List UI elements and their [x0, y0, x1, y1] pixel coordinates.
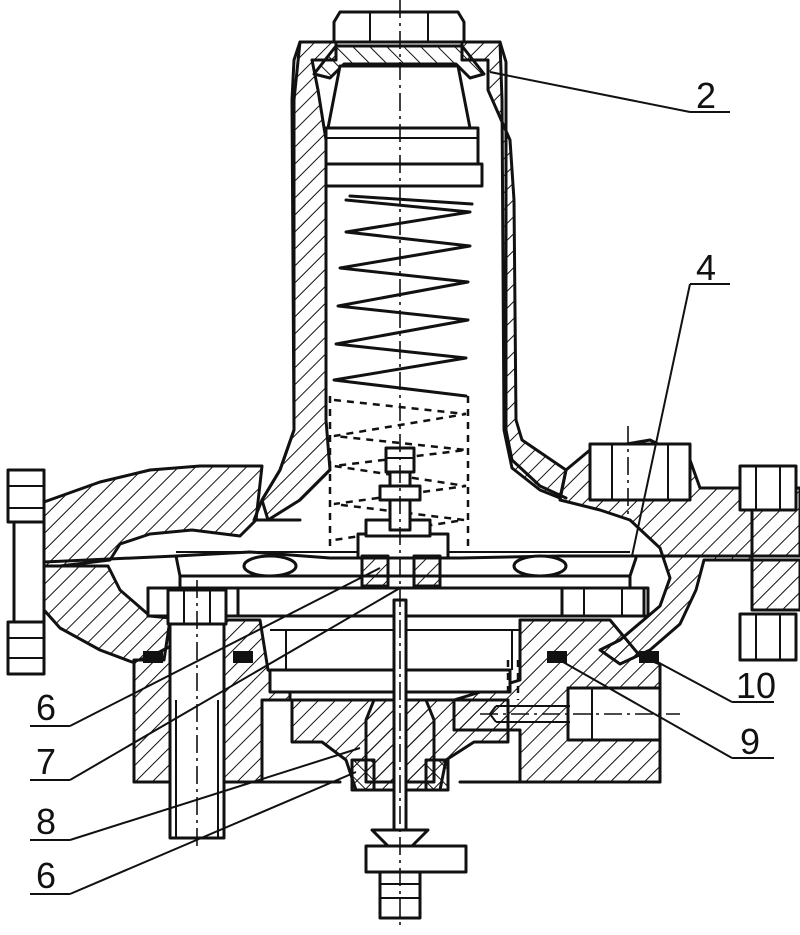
plate-nut-right	[560, 586, 646, 618]
callout-9: 9	[555, 657, 774, 762]
o-ring-seals	[143, 651, 659, 663]
svg-text:6: 6	[36, 855, 56, 896]
callout-4: 4	[631, 247, 730, 557]
adjusting-screw-head	[332, 10, 466, 44]
valve-body	[42, 426, 800, 666]
body-bolt	[166, 580, 228, 848]
spring-cap	[312, 44, 486, 188]
callout-10: 10	[649, 657, 776, 706]
callout-7: 7	[30, 587, 401, 782]
callout-6-lower: 6	[30, 771, 357, 896]
side-port	[480, 660, 680, 742]
main-spring	[328, 194, 474, 550]
left-flange-bolt	[6, 468, 46, 676]
svg-text:6: 6	[36, 687, 56, 728]
svg-text:9: 9	[740, 721, 760, 762]
svg-text:10: 10	[736, 665, 776, 706]
svg-text:7: 7	[36, 741, 56, 782]
svg-text:4: 4	[696, 247, 716, 288]
callout-2: 2	[489, 71, 730, 116]
callout-8: 8	[30, 747, 361, 842]
svg-text:2: 2	[696, 75, 716, 116]
right-flange-bolt	[738, 464, 798, 662]
svg-text:8: 8	[36, 801, 56, 842]
callout-6-upper: 6	[30, 567, 381, 728]
